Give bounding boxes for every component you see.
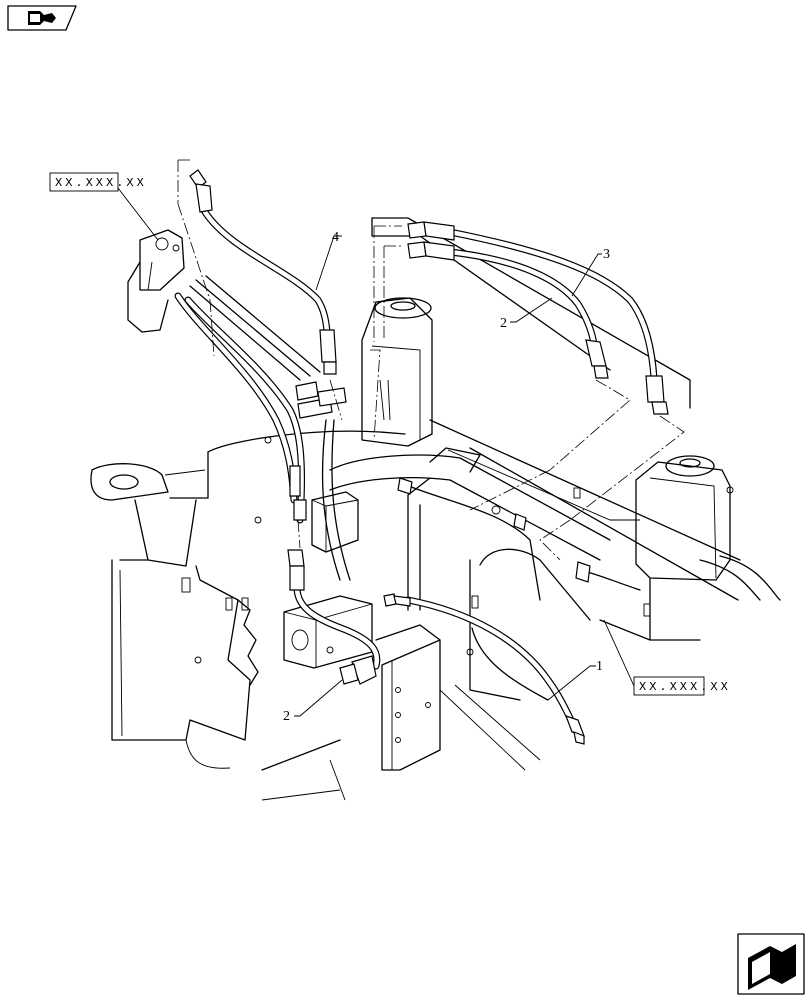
hose-4[interactable] <box>189 169 337 375</box>
callout-1: 1 <box>547 659 603 701</box>
callout-4: 4 <box>315 230 342 291</box>
ref-box-left[interactable]: XX.XXX.XX <box>49 172 159 241</box>
hose-2-lower[interactable] <box>287 549 381 685</box>
callout-1-label: 1 <box>596 659 603 674</box>
hose-3[interactable] <box>407 221 669 415</box>
callout-2a-label: 2 <box>500 316 507 331</box>
phantom-lines <box>177 159 685 561</box>
hose-2-upper[interactable] <box>407 241 609 379</box>
hose-1[interactable] <box>383 593 586 745</box>
steering-lines <box>174 275 641 701</box>
book-arrow-icon[interactable] <box>7 5 77 31</box>
callout-2a: 2 <box>500 297 553 331</box>
callout-2b-label: 2 <box>283 709 290 724</box>
callout-2b: 2 <box>283 679 343 724</box>
callout-3: 3 <box>571 247 610 297</box>
ref-box-right[interactable]: XX.XXX.XX <box>603 619 731 696</box>
ref-box-left-text: XX.XXX.XX <box>55 176 147 190</box>
callout-4-label: 4 <box>332 230 339 245</box>
next-page-arrow-icon[interactable] <box>737 933 805 995</box>
hydraulic-tank <box>361 297 433 447</box>
ref-box-right-text: XX.XXX.XX <box>639 680 731 694</box>
bolt-group <box>181 436 734 664</box>
callout-3-label: 3 <box>603 247 610 262</box>
steering-cylinder <box>127 229 185 333</box>
